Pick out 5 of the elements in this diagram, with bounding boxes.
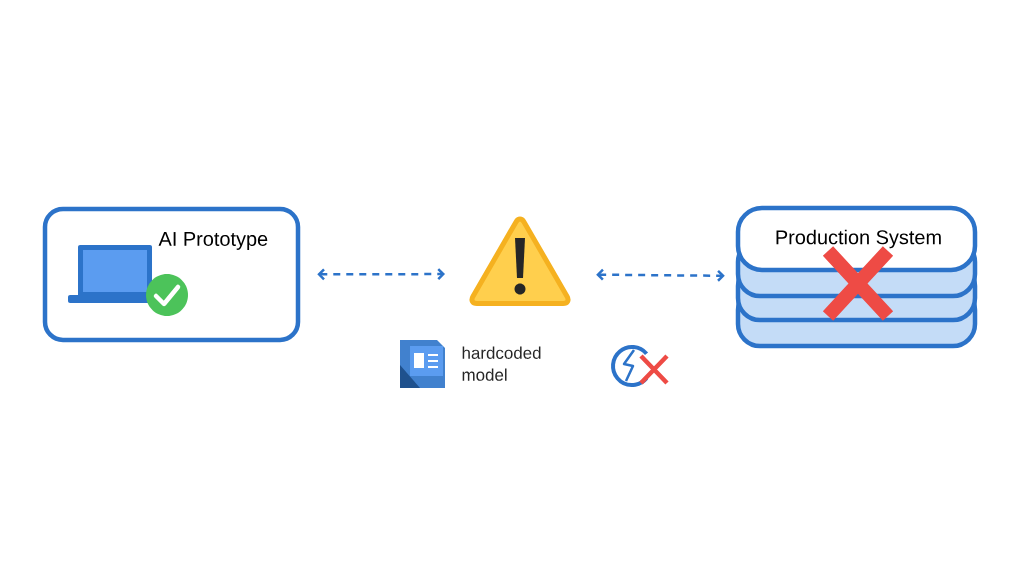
dashed-arrow xyxy=(317,268,446,281)
stacked-system-box: Production System xyxy=(735,205,978,349)
warning-triangle xyxy=(469,216,571,306)
dashed-arrow xyxy=(596,268,725,282)
caption-text: hardcoded model xyxy=(462,346,541,381)
